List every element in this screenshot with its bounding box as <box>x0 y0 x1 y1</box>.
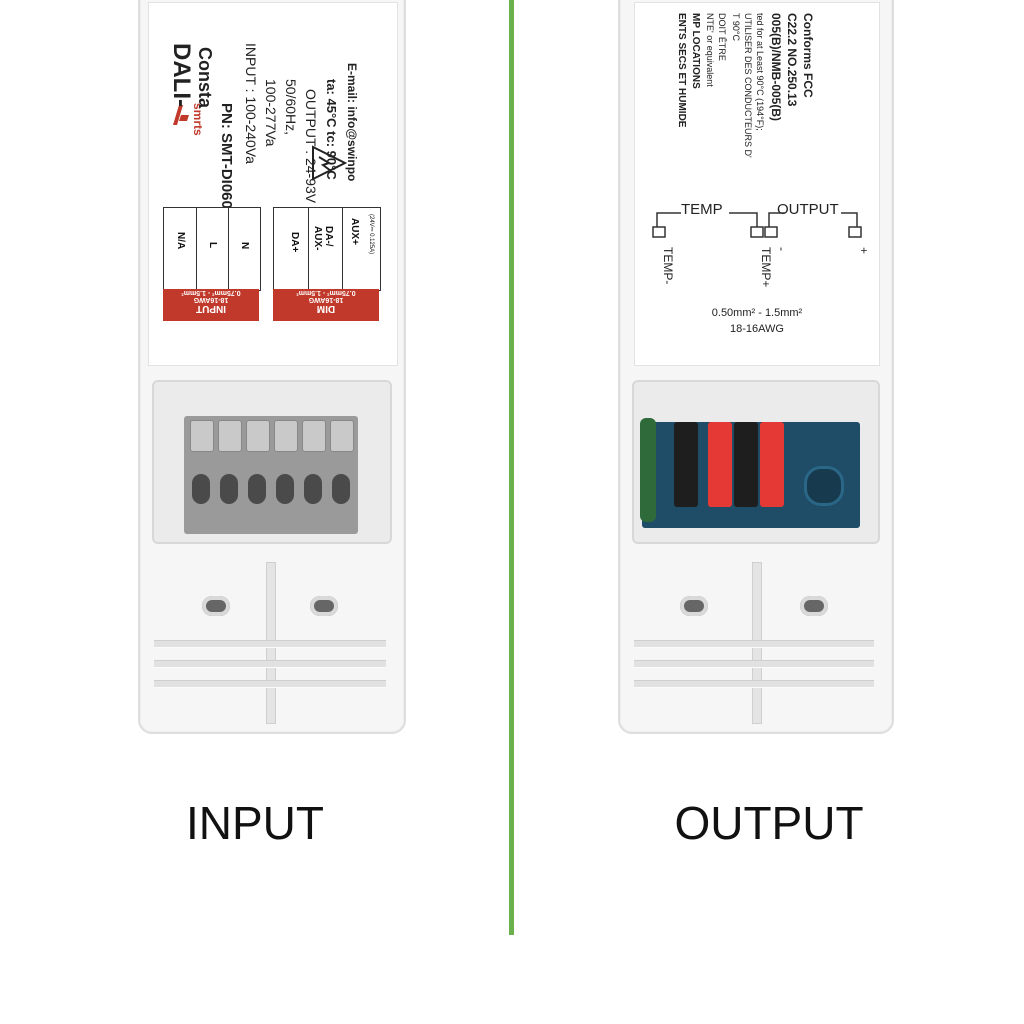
input-spec-2: 100-277Va <box>263 79 279 147</box>
input-tab-spec: 0.75mm² - 1.5mm² <box>181 289 241 296</box>
output-minus-terminal <box>734 422 758 507</box>
input-spec-3: 50/60Hz, <box>283 79 299 136</box>
terminal-clamp <box>330 420 354 452</box>
terminal-label-na: N/A <box>175 232 186 250</box>
high-voltage-warning-icon <box>311 143 348 188</box>
grip-rib <box>154 640 386 648</box>
wire-entry-hole <box>220 474 238 504</box>
brand-logo <box>169 103 191 127</box>
sensor-port <box>804 466 844 506</box>
input-side-photo: smrts DALI- Consta PN: SMT-DI060 INPUT :… <box>0 0 510 1024</box>
output-side-photo: Conforms FCC C22.2 NO.250.13 005(B)/NMB-… <box>514 0 1024 1024</box>
input-caption: INPUT <box>186 797 324 849</box>
input-connector-bay <box>152 380 392 544</box>
mounting-hole <box>202 596 230 616</box>
grip-rib <box>634 640 874 648</box>
terminal-clamp <box>218 420 242 452</box>
output-connector-bay <box>632 380 880 544</box>
input-tab-awg: 18-16AWG <box>193 296 229 303</box>
wire-entry-hole <box>332 474 350 504</box>
mounting-hole <box>310 596 338 616</box>
cert-line: T 90°C <box>731 13 741 41</box>
driver-housing: Conforms FCC C22.2 NO.250.13 005(B)/NMB-… <box>618 0 894 734</box>
part-number: PN: SMT-DI060 <box>218 103 235 209</box>
dim-terminal-table: DA+ DA-/ AUX- AUX+ (24V⎓ 0.125A) <box>273 207 381 291</box>
wire-awg-spec: 18-16AWG <box>729 323 784 335</box>
green-pcb-edge <box>640 418 656 522</box>
mounting-hole <box>680 596 708 616</box>
label-subtitle: Consta <box>195 47 215 109</box>
cert-line: MP LOCATIONS <box>690 13 701 89</box>
temp-minus-label: TEMP- <box>661 247 675 285</box>
output-caption: OUTPUT <box>674 797 864 849</box>
input-terminal-block <box>184 416 358 534</box>
terminal-clamp <box>302 420 326 452</box>
output-minus-label: - <box>775 247 789 251</box>
terminal-legend-bracket <box>652 212 862 238</box>
temp-header: TEMP <box>681 201 723 218</box>
driver-housing: smrts DALI- Consta PN: SMT-DI060 INPUT :… <box>138 0 406 734</box>
cert-line: NTE' or equivalent <box>705 13 715 87</box>
dim-tab-spec: 0.75mm² - 1.5mm² <box>296 289 356 296</box>
cert-line: C22.2 NO.250.13 <box>785 13 799 107</box>
cert-line: ted for at Least 90°C (194°F); <box>755 13 765 131</box>
grip-rib <box>634 660 874 668</box>
mounting-hole <box>800 596 828 616</box>
grip-rib <box>154 680 386 688</box>
terminal-clamp <box>246 420 270 452</box>
cert-line: Conforms FCC <box>801 13 815 98</box>
label-title: DALI- <box>168 43 195 107</box>
wire-entry-hole <box>248 474 266 504</box>
cert-line: DOIT ÊTRE <box>717 13 727 61</box>
product-label: smrts DALI- Consta PN: SMT-DI060 INPUT :… <box>148 2 398 366</box>
terminal-label-da-minus: DA-/ AUX- <box>312 226 334 251</box>
cert-line: UTILISER DES CONDUCTEURS D' <box>743 13 753 158</box>
wire-entry-hole <box>192 474 210 504</box>
input-tab-title: INPUT <box>196 303 226 314</box>
input-spec: INPUT : 100-240Va <box>243 43 259 164</box>
certification-label: Conforms FCC C22.2 NO.250.13 005(B)/NMB-… <box>634 2 880 366</box>
temp-plus-terminal <box>708 422 732 507</box>
dim-wire-tab: DIM 18-16AWG 0.75mm² - 1.5mm² <box>273 289 379 321</box>
wire-entry-hole <box>276 474 294 504</box>
output-header: OUTPUT <box>777 201 839 218</box>
terminal-label-aux-plus: AUX+ <box>349 218 360 245</box>
terminal-label-n: N <box>239 242 250 250</box>
panel-divider <box>509 0 514 935</box>
email-line: E-mail: info@swinpo <box>345 63 359 182</box>
temp-plus-label: TEMP+ <box>759 247 773 288</box>
input-terminal-table: N/A L N <box>163 207 261 291</box>
terminal-label-l: L <box>207 242 218 249</box>
output-plus-terminal <box>760 422 784 507</box>
grip-rib <box>634 680 874 688</box>
grip-rib <box>154 660 386 668</box>
wire-gauge-spec: 0.50mm² - 1.5mm² <box>711 307 803 319</box>
aux-rating-note: (24V⎓ 0.125A) <box>368 214 374 255</box>
temp-minus-terminal <box>674 422 698 507</box>
cert-line: ENTS SECS ET HUMIDE <box>676 13 687 128</box>
input-wire-tab: INPUT 18-16AWG 0.75mm² - 1.5mm² <box>163 289 259 321</box>
wire-entry-hole <box>304 474 322 504</box>
dim-tab-title: DIM <box>316 303 336 314</box>
terminal-clamp <box>274 420 298 452</box>
terminal-clamp <box>190 420 214 452</box>
output-plus-label: + <box>857 247 871 255</box>
terminal-label-da-plus: DA+ <box>289 232 300 253</box>
dim-tab-awg: 18-16AWG <box>308 296 344 303</box>
cert-line: 005(B)/NMB-005(B) <box>769 13 783 122</box>
